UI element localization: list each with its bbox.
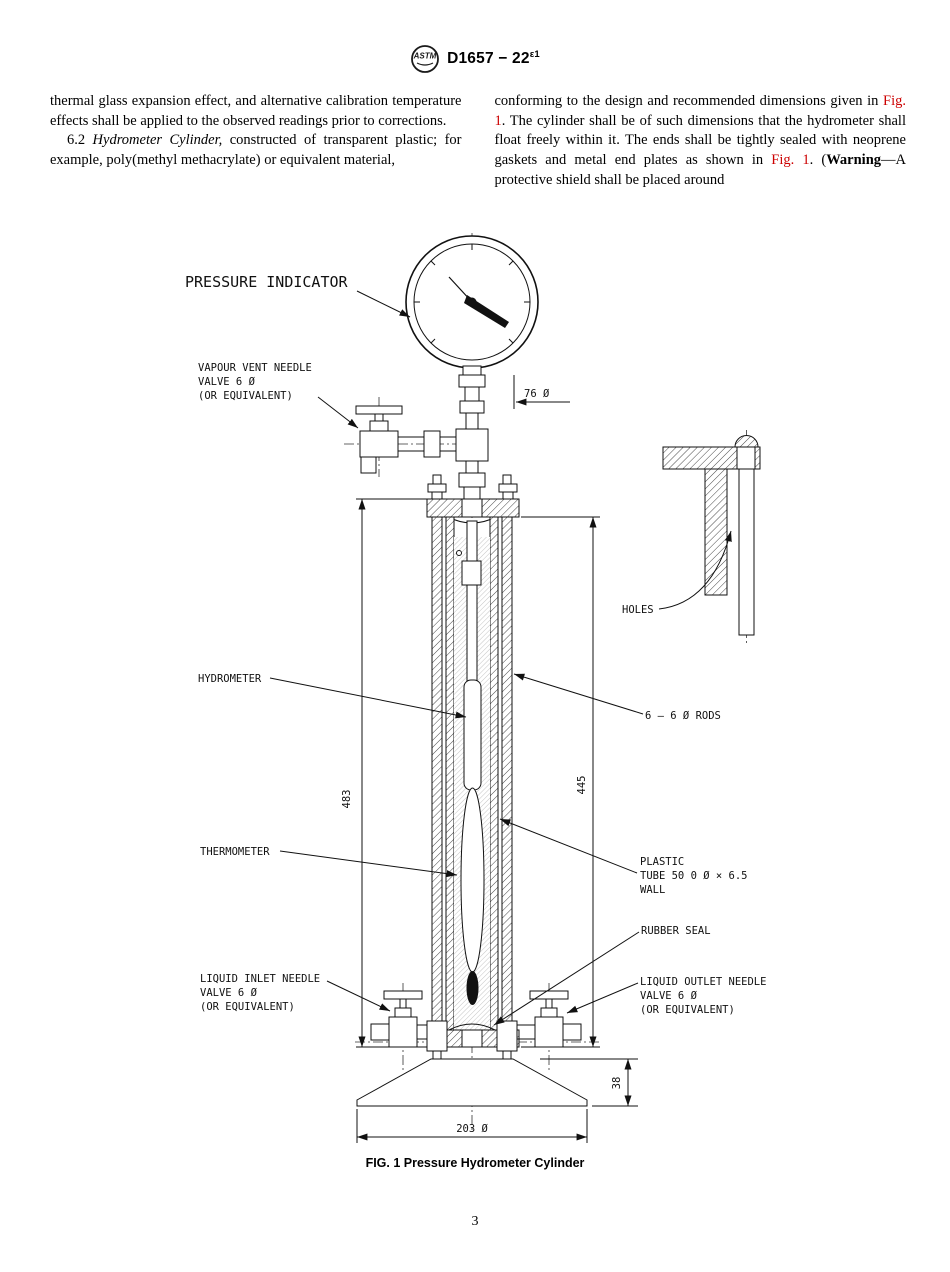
page-number: 3 — [471, 1214, 479, 1229]
astm-logo-icon: ASTM — [411, 45, 439, 73]
leader-holes — [658, 530, 732, 610]
label-pressure-indicator: PRESSURE INDICATOR — [185, 273, 349, 291]
label-rubber-seal: RUBBER SEAL — [641, 925, 711, 937]
paragraph: conforming to the design and recommended… — [495, 92, 907, 191]
label-liquid-inlet-2: VALVE 6 Ø — [200, 987, 258, 999]
dim-483-text: 483 — [341, 790, 353, 809]
vapour-vent-valve — [355, 405, 403, 474]
cylinder-top-plate — [426, 474, 520, 524]
liquid-inlet-valve — [370, 990, 427, 1048]
label-rods: 6 – 6 Ø RODS — [645, 710, 721, 722]
detail-plate-hole — [736, 446, 756, 470]
paragraph: thermal glass expansion effect, and alte… — [50, 92, 462, 131]
figure-1-link[interactable]: Fig. 1 — [494, 93, 907, 129]
paragraph-text: constructed of transparent plastic; for … — [50, 132, 462, 169]
clause-number: 6.2 — [67, 132, 93, 149]
label-vapour-vent-3: (OR EQUIVALENT) — [198, 390, 293, 402]
vent-pipe — [398, 430, 456, 458]
label-vapour-vent-2: VALVE 6 Ø — [198, 376, 256, 388]
leader-hydrometer — [269, 677, 467, 719]
figure-caption: FIG. 1 Pressure Hydrometer Cylinder — [365, 1156, 585, 1170]
ballast-bulb — [466, 971, 479, 1005]
clause-title: Hydrometer Cylinder, — [92, 132, 223, 149]
leader-rods — [513, 673, 644, 715]
label-plastic-tube-3: WALL — [640, 884, 665, 896]
right-column: conforming to the design and recommended… — [495, 92, 907, 191]
paragraph-text: . The cylinder shall be of such dimensio… — [494, 112, 907, 169]
document-code: D1657 − 22ε1 — [447, 49, 540, 68]
dim-203-text: 203 Ø — [456, 1123, 488, 1135]
dim-445-text: 445 — [576, 776, 588, 795]
dim-38: 38 — [540, 1058, 638, 1107]
label-thermometer: THERMOMETER — [200, 846, 270, 858]
document-code-superscript: ε1 — [529, 49, 540, 61]
leader-plastic-tube — [499, 818, 638, 874]
liquid-outlet-valve — [517, 990, 582, 1048]
end-plate-detail — [662, 430, 761, 645]
body-text-columns: thermal glass expansion effect, and alte… — [50, 92, 906, 191]
gauge-hub — [467, 297, 477, 307]
left-column: thermal glass expansion effect, and alte… — [50, 92, 462, 191]
pressure-gauge — [405, 235, 539, 376]
detail-rod — [738, 468, 755, 636]
document-code-text: D1657 − 22 — [447, 50, 530, 68]
paragraph-text: . ( — [809, 152, 827, 169]
paragraph-text: —A protective shield shall be placed aro… — [494, 152, 907, 188]
label-hydrometer: HYDROMETER — [198, 673, 262, 685]
paragraph-text: thermal glass expansion effect, and alte… — [50, 93, 462, 129]
pressure-hydrometer-cylinder-drawing: 76 Ø — [185, 233, 766, 1143]
page-header: ASTM D1657 − 22ε1 — [0, 44, 950, 74]
bottom-port-fittings — [426, 1020, 518, 1060]
label-plastic-tube-2: TUBE 50 0 Ø × 6.5 — [640, 870, 747, 882]
clause-paragraph: 6.2 Hydrometer Cylinder, constructed of … — [50, 131, 462, 170]
leader-thermometer — [279, 850, 458, 878]
label-liquid-inlet-3: (OR EQUIVALENT) — [200, 1001, 295, 1013]
warning-label: Warning — [826, 152, 882, 169]
label-holes: HOLES — [622, 604, 654, 616]
dim-203: 203 Ø — [356, 1109, 588, 1143]
label-liquid-outlet-1: LIQUID OUTLET NEEDLE — [640, 976, 766, 988]
label-liquid-outlet-2: VALVE 6 Ø — [640, 990, 698, 1002]
dim-445: 445 — [521, 516, 600, 1048]
leader-liquid-outlet — [566, 982, 639, 1014]
leader-rubber-seal — [493, 931, 640, 1026]
paragraph-text: conforming to the design and recommended… — [494, 93, 884, 109]
bubble — [456, 550, 462, 556]
label-vapour-vent-1: VAPOUR VENT NEEDLE — [198, 362, 312, 374]
astm-logo-text: ASTM — [413, 52, 437, 61]
label-plastic-tube-1: PLASTIC — [640, 856, 684, 868]
dim-483: 483 — [341, 498, 427, 1048]
leader-vapour-vent — [317, 396, 359, 429]
label-liquid-outlet-3: (OR EQUIVALENT) — [640, 1004, 735, 1016]
acorn-nut — [734, 435, 759, 448]
rubber-seal-arc — [448, 1023, 496, 1031]
figure-1-link[interactable]: Fig. 1 — [771, 152, 810, 169]
gauge-stem-fittings — [455, 374, 489, 500]
base-skirt — [356, 1058, 588, 1107]
detail-tube-wall — [704, 468, 728, 596]
dim-76-text: 76 Ø — [524, 388, 550, 400]
cylinder-bottom-plate — [426, 1023, 520, 1048]
figure-1: 76 Ø — [0, 225, 950, 1160]
leader-liquid-inlet — [326, 980, 391, 1012]
hydrometer-thermometer — [460, 520, 485, 1005]
dim-38-text: 38 — [611, 1077, 623, 1090]
leader-pressure-indicator — [356, 290, 411, 318]
label-liquid-inlet-1: LIQUID INLET NEEDLE — [200, 973, 320, 985]
